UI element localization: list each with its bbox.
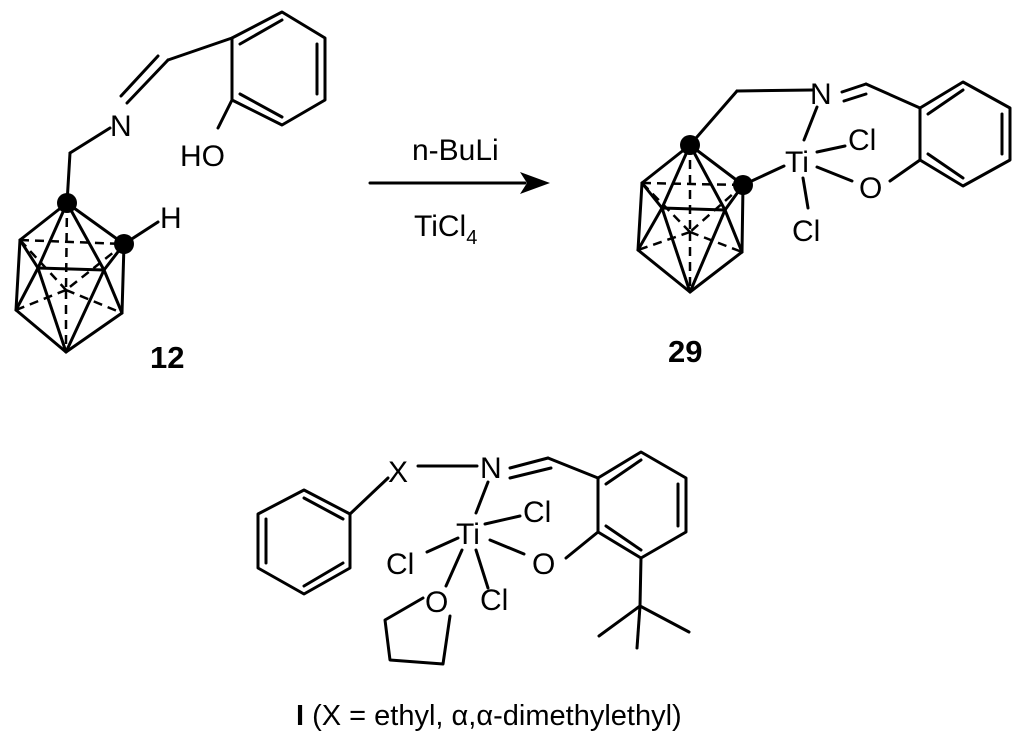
compound-I-caption: I (X = ethyl, α,α-dimethylethyl) — [296, 700, 682, 732]
compound-I-caption-text: (X = ethyl, α,α-dimethylethyl) — [304, 700, 682, 732]
compound-I-label: I — [296, 700, 304, 732]
compound-12-carbon-dot-1 — [57, 193, 77, 213]
compound-29-label: 29 — [668, 334, 702, 369]
compound-I-thf-ring — [383, 596, 452, 666]
compound-12-h-atom: H — [160, 202, 182, 235]
compound-29-ti-atom: Ti — [785, 146, 809, 179]
compound-29-cl-top: Cl — [848, 124, 876, 157]
compound-12-ho-atom: HO — [180, 140, 225, 173]
compound-I-n-atom: N — [480, 452, 502, 485]
compound-I-cl-bottom: Cl — [480, 584, 508, 617]
compound-12-imine-chain — [65, 36, 234, 246]
compound-12-carbon-dot-2 — [114, 234, 134, 254]
compound-29-cl-bottom: Cl — [792, 215, 820, 248]
compound-I-ti-atom: Ti — [456, 518, 480, 551]
compound-29-ligand-bonds — [688, 82, 922, 210]
arrow-head — [520, 172, 550, 194]
reaction-arrow: n-BuLi TiCl4 — [368, 134, 550, 249]
reagent-top: n-BuLi — [412, 134, 499, 167]
compound-29-carbon-dot-2 — [733, 175, 753, 195]
compound-29-phenoxy-ring — [918, 80, 1012, 188]
reagent-bottom: TiCl4 — [414, 210, 477, 249]
compound-12-carborane-cage — [14, 193, 134, 354]
compound-I-phenyl-ring — [256, 488, 352, 596]
compound-I-o-thf: O — [425, 586, 448, 619]
compound-12-n-atom: N — [110, 110, 132, 143]
compound-29-o-atom: O — [859, 172, 882, 205]
reagent-bottom-main: TiCl — [414, 210, 466, 243]
compound-I-cl-left: Cl — [386, 548, 414, 581]
compound-29-n-atom: N — [810, 78, 832, 111]
compound-29-carbon-dot-1 — [680, 135, 700, 155]
compound-I-phenoxy-ring — [596, 450, 688, 560]
compound-I-ligand-bonds — [348, 456, 600, 590]
reagent-bottom-subscript: 4 — [466, 227, 477, 249]
compound-I: X N Ti Cl Cl O O Cl I (X = ethyl, α,α-di… — [256, 450, 691, 732]
compound-I-tert-butyl — [597, 556, 691, 650]
compound-29-carborane-cage — [636, 135, 753, 294]
compound-29: N Ti Cl O Cl 29 — [636, 78, 1012, 369]
compound-12-label: 12 — [150, 340, 184, 375]
compound-12: N HO H 12 — [14, 10, 327, 375]
compound-I-x-atom: X — [388, 456, 408, 489]
compound-I-o-phenoxy: O — [532, 548, 555, 581]
compound-12-phenol-ring — [230, 10, 327, 127]
compound-I-cl-right: Cl — [523, 496, 551, 529]
